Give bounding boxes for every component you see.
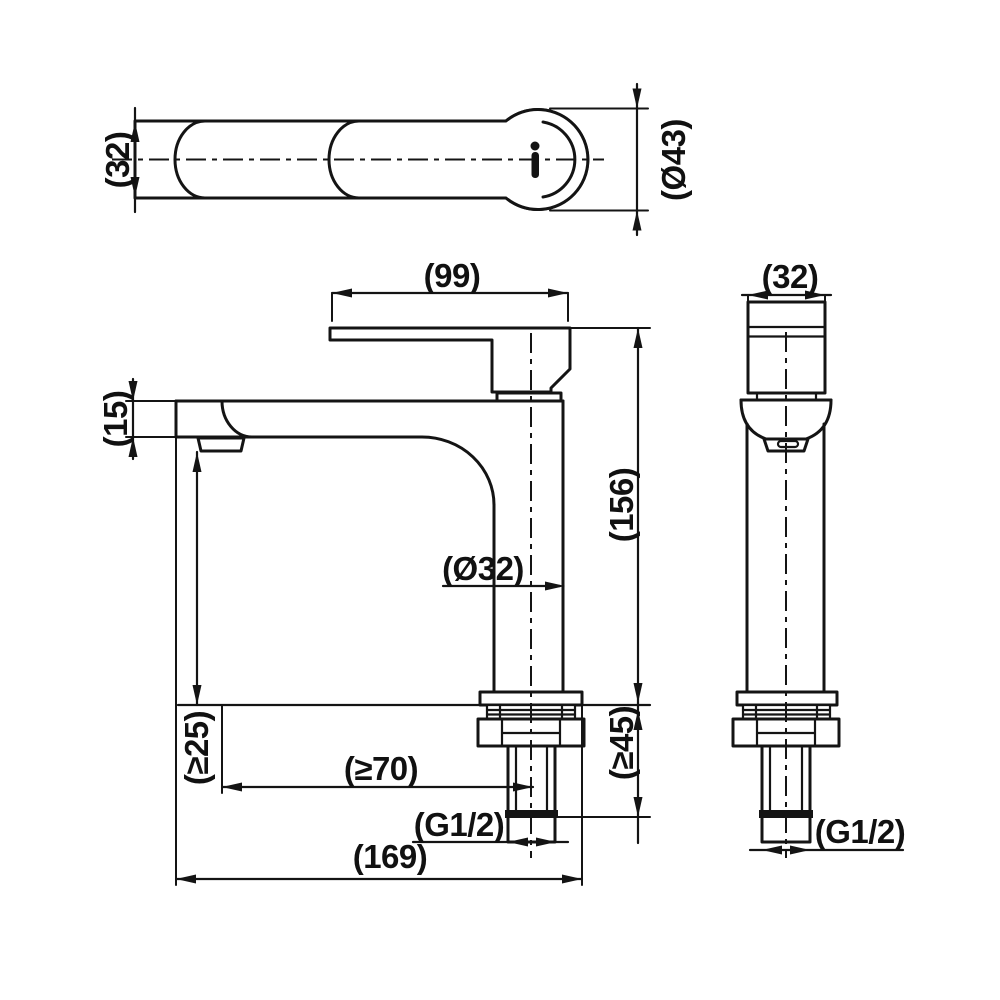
dim-label-top-escutcheon-diameter: (Ø43) [655, 119, 692, 201]
dim-label-overall-length: (169) [353, 838, 428, 875]
side-view: (32) (G1/2) [731, 258, 906, 858]
dim-front-height: (156) [569, 326, 651, 705]
dim-front-outlet-clearance: (≥25) [178, 450, 215, 785]
dim-front-body-diameter: (Ø32) [441, 550, 565, 591]
dim-front-spout-tip-height: (15) [97, 377, 177, 461]
front-spout-underside [174, 435, 496, 507]
side-body-column [745, 422, 826, 694]
dim-front-overall-length: (169) [174, 436, 584, 886]
dim-label-side-width: (32) [762, 258, 819, 295]
dim-side-width: (32) [740, 258, 833, 305]
dim-label-front-thread: (G1/2) [414, 806, 505, 843]
dim-front-thread: (G1/2) [411, 806, 570, 847]
dim-top-escutcheon-diameter: (Ø43) [549, 82, 692, 237]
dim-label-side-thread: (G1/2) [815, 813, 906, 850]
dim-label-top-handle-width: (32) [99, 132, 136, 189]
front-aerator [196, 436, 246, 453]
dim-label-height: (156) [603, 468, 640, 543]
dim-front-handle-length: (99) [330, 257, 570, 322]
top-view: (32) (Ø43) [99, 82, 692, 237]
dim-front-shank-length: (≥45) [557, 701, 651, 845]
dim-label-body-diameter: (Ø32) [442, 550, 524, 587]
brand-mark [530, 141, 540, 178]
front-handle-lever [328, 326, 572, 394]
dim-side-thread: (G1/2) [748, 813, 906, 855]
front-spout-nose-curve [220, 399, 254, 439]
top-view-lever-tip-edge [327, 119, 361, 200]
dim-top-handle-width: (32) [99, 106, 140, 214]
front-view: (99) (15) (Ø32) (156) [97, 257, 652, 886]
dim-label-handle-length: (99) [424, 257, 481, 294]
dim-front-reach-clearance: (≥70) [220, 704, 535, 794]
dim-label-shank-length: (≥45) [603, 706, 640, 780]
dim-label-spout-tip-height: (15) [97, 391, 134, 448]
dim-label-outlet-clearance: (≥25) [178, 711, 215, 785]
dim-label-reach-clearance: (≥70) [344, 750, 418, 787]
